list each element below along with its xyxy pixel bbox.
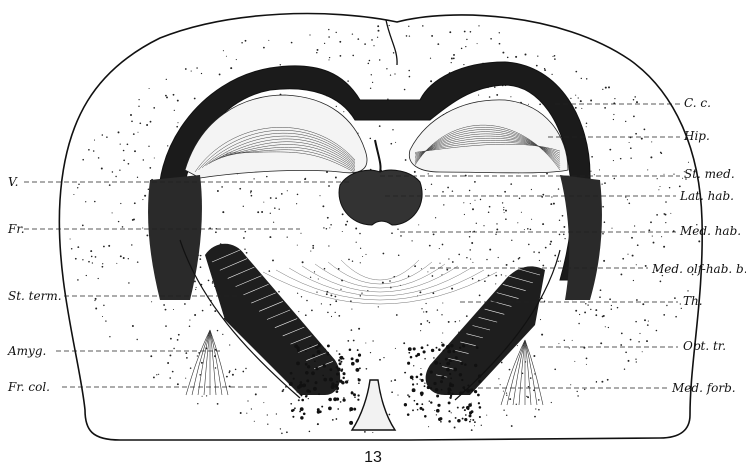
label-hip: Hip. — [683, 129, 710, 143]
label-v: V. — [8, 175, 18, 189]
right-optic-tract — [426, 266, 545, 395]
third-ventricle — [352, 380, 395, 430]
label-lat-hab: Lat. hab. — [679, 189, 734, 203]
label-med-olf-hab-b: Med. olf-hab. b. — [651, 262, 746, 276]
left-lateral-band — [148, 175, 202, 300]
habenula — [339, 170, 422, 225]
label-fr-col: Fr. col. — [7, 380, 50, 394]
label-fr: Fr. — [7, 222, 25, 236]
label-th: Th. — [683, 294, 703, 308]
midline-fissure — [386, 20, 397, 65]
label-c-c: C. c. — [684, 96, 711, 110]
habenula-stalk — [375, 140, 381, 172]
figure-number: 13 — [364, 449, 382, 466]
label-st-med: St. med. — [684, 167, 735, 181]
label-opt-tr: Opt. tr. — [683, 339, 726, 353]
label-st-term: St. term. — [8, 289, 62, 303]
label-amyg: Amyg. — [7, 344, 46, 358]
label-med-hab: Med. hab. — [679, 224, 741, 238]
right-lateral-band — [560, 175, 602, 300]
thalamus-fibers — [263, 260, 497, 304]
label-med-forb: Med. forb. — [671, 381, 736, 395]
